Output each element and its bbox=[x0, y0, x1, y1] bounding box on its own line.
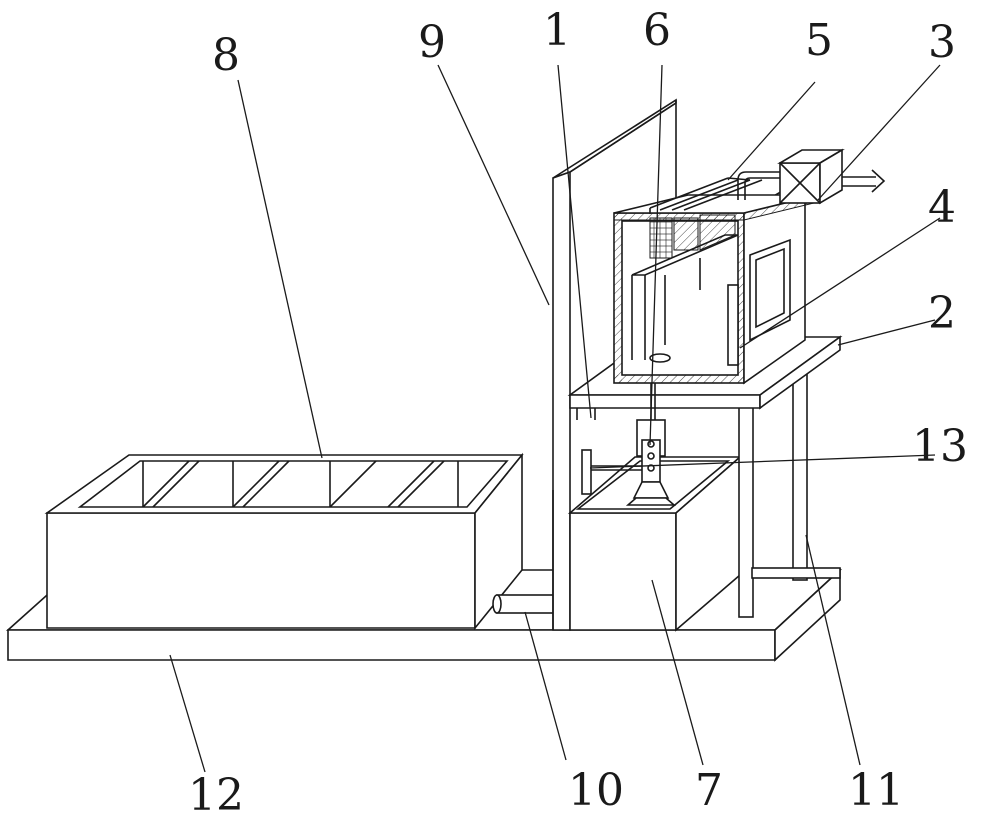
leader-lines bbox=[169, 64, 941, 773]
label-6: 6 bbox=[643, 5, 671, 56]
label-12: 12 bbox=[188, 770, 244, 819]
treatment-box bbox=[613, 176, 819, 385]
label-4: 4 bbox=[928, 182, 956, 233]
label-9: 9 bbox=[418, 17, 446, 68]
table-legs bbox=[738, 371, 841, 618]
label-10: 10 bbox=[568, 765, 624, 816]
label-3: 3 bbox=[928, 17, 956, 68]
label-5: 5 bbox=[805, 15, 833, 66]
label-1: 1 bbox=[543, 5, 571, 56]
label-11: 11 bbox=[848, 765, 904, 816]
pump-unit bbox=[737, 148, 886, 205]
label-7: 7 bbox=[695, 765, 723, 816]
storage-box bbox=[567, 455, 743, 632]
vertical-board bbox=[552, 98, 677, 631]
label-8: 8 bbox=[212, 30, 240, 81]
label-13: 13 bbox=[912, 421, 968, 472]
label-2: 2 bbox=[928, 288, 956, 339]
long-tank bbox=[44, 452, 524, 631]
reference-numerals: 8 9 1 6 5 3 4 2 13 12 10 7 11 bbox=[188, 5, 968, 821]
connecting-pipe bbox=[492, 594, 556, 614]
